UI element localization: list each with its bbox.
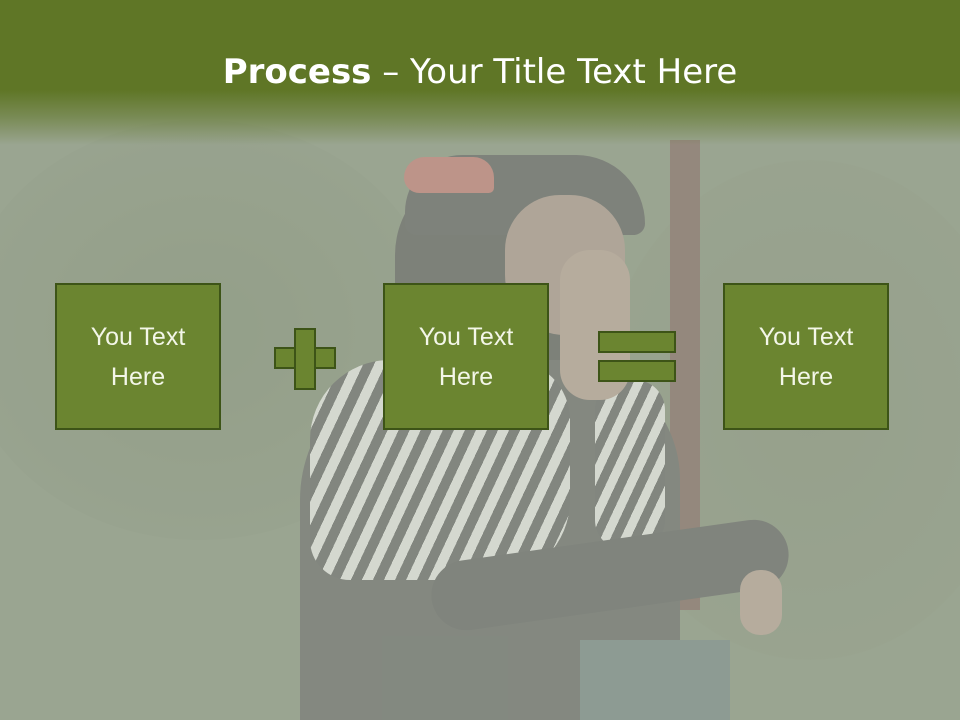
- process-box-text: You Text Here: [736, 317, 876, 397]
- process-box-text: You Text Here: [68, 317, 208, 397]
- box-line-1: You Text: [758, 322, 854, 351]
- process-box-2[interactable]: You Text Here: [383, 283, 549, 430]
- box-line-2: Here: [778, 362, 834, 391]
- plus-icon: [274, 328, 336, 390]
- process-box-text: You Text Here: [396, 317, 536, 397]
- process-box-3[interactable]: You Text Here: [723, 283, 889, 430]
- process-box-1[interactable]: You Text Here: [55, 283, 221, 430]
- box-line-2: Here: [438, 362, 494, 391]
- box-line-1: You Text: [418, 322, 514, 351]
- header-band: [0, 0, 960, 145]
- box-line-2: Here: [110, 362, 166, 391]
- slide-title[interactable]: Process – Your Title Text Here: [0, 52, 960, 92]
- title-bold: Process: [222, 52, 372, 92]
- box-line-1: You Text: [90, 322, 186, 351]
- title-rest: – Your Title Text Here: [371, 52, 738, 92]
